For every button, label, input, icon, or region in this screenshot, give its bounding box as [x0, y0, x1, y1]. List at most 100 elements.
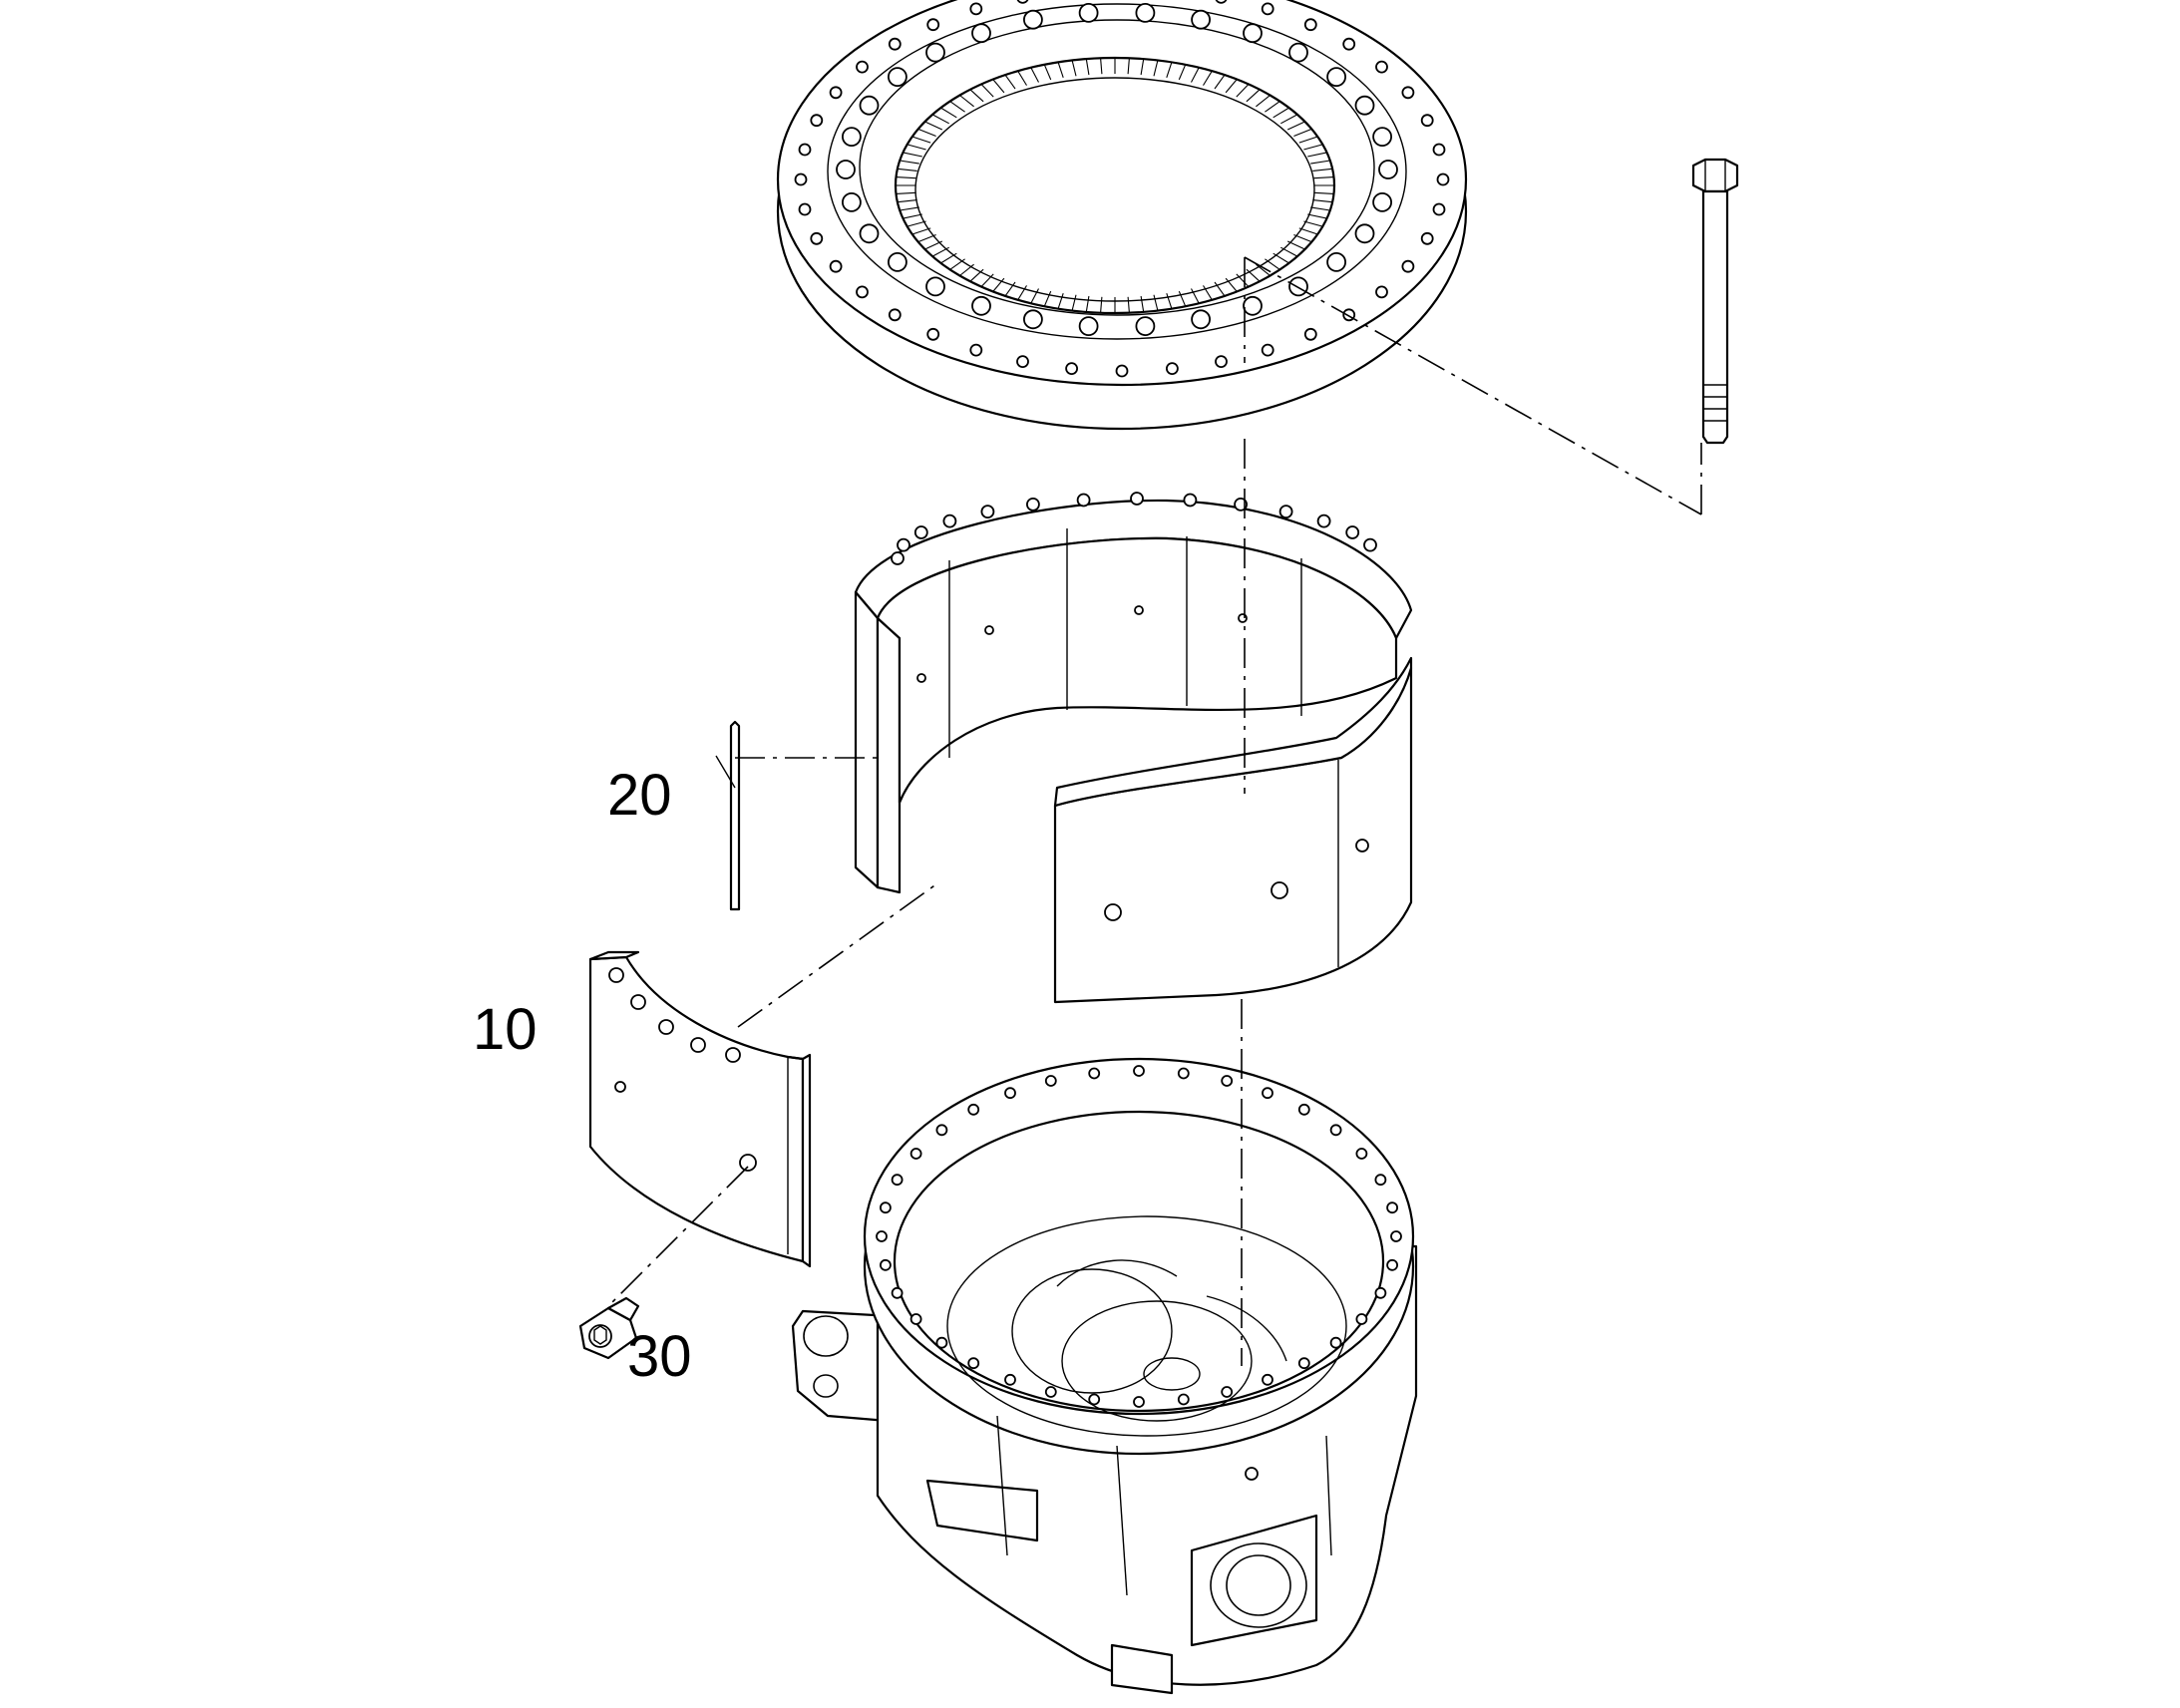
bolt-hole	[1355, 1313, 1368, 1325]
gear-tooth	[1057, 62, 1064, 78]
gear-tooth	[897, 199, 917, 203]
gear-tooth	[917, 128, 936, 138]
bolt-hole	[891, 1174, 904, 1187]
bolt-hole	[1375, 60, 1388, 74]
gear-tooth	[992, 79, 1005, 94]
gear-tooth	[992, 277, 1005, 292]
bolt-hole	[859, 95, 880, 116]
gear-tooth	[1280, 246, 1298, 257]
bolt-hole	[1166, 362, 1179, 376]
bolt-hole	[888, 37, 902, 51]
bolt-hole	[880, 1258, 892, 1271]
gear-tooth	[1236, 273, 1250, 287]
bolt-hole	[926, 18, 940, 32]
bolt-hole	[880, 1201, 892, 1214]
bolt-hole	[1177, 1393, 1190, 1406]
bolt-hole	[1390, 1230, 1402, 1242]
gear-tooth	[1246, 89, 1261, 103]
gear-tooth	[1298, 136, 1318, 144]
gear-tooth	[1004, 281, 1016, 297]
gear-tooth	[940, 252, 957, 264]
gear-tooth	[1272, 252, 1289, 264]
callout-30: 30	[627, 1324, 692, 1389]
gear-tooth	[924, 240, 943, 250]
gear-tooth	[1085, 295, 1090, 312]
bolt-hole	[794, 172, 808, 186]
bolt-hole	[829, 86, 843, 100]
bolt-hole	[1297, 1357, 1310, 1370]
gear-tooth	[1307, 213, 1327, 219]
gear-tooth	[1214, 281, 1226, 297]
ring-gear-inner-holes	[836, 2, 1398, 337]
gear-tooth	[1178, 64, 1187, 81]
bolt-hole	[1243, 23, 1263, 44]
gear-tooth	[903, 213, 922, 219]
gear-tooth	[911, 227, 931, 235]
gear-tooth	[1100, 58, 1103, 75]
gear-tooth	[924, 121, 943, 131]
bolt-hole	[1342, 37, 1356, 51]
bolt-hole	[1297, 1103, 1310, 1116]
bolt-hole	[798, 202, 812, 216]
bolt-hole	[856, 60, 869, 74]
bolt-hole	[969, 2, 983, 16]
bolt-hole	[1016, 0, 1029, 4]
gear-tooth	[1057, 293, 1064, 309]
lining-ring-rim-holes	[891, 492, 1377, 565]
bolt-hole	[1130, 492, 1144, 506]
bolt-hole	[1420, 231, 1434, 245]
gear-tooth	[949, 101, 965, 113]
bolt-hole	[1326, 251, 1346, 272]
gear-tooth	[900, 160, 919, 165]
bolt-hole	[909, 1148, 922, 1160]
bolt-hole	[1278, 505, 1293, 518]
gear-tooth	[1127, 58, 1130, 75]
bolt-hole	[925, 276, 945, 297]
bolt-hole	[1088, 1393, 1101, 1406]
bolt-hole	[935, 1336, 948, 1349]
gear-tooth	[931, 246, 949, 257]
bolt-hole	[1326, 67, 1346, 87]
gear-tooth	[1203, 70, 1213, 86]
bolt-hole	[888, 308, 902, 322]
bolt-hole	[1288, 276, 1308, 297]
bolt-hole	[1262, 1087, 1273, 1100]
bolt-hole	[1354, 223, 1375, 244]
callout-20: 20	[607, 763, 672, 828]
ring-gear-bolt-holes	[794, 0, 1450, 378]
gear-tooth	[1004, 74, 1016, 90]
ring-gear-teeth	[896, 58, 1334, 313]
gear-tooth	[1303, 220, 1323, 227]
bolt-hole	[967, 1103, 980, 1116]
bolt-hole	[909, 1313, 922, 1325]
bolt-hole	[1076, 493, 1091, 508]
bolt-hole	[1262, 1373, 1273, 1386]
bolt-hole	[876, 1230, 888, 1242]
bolt-hole	[1023, 309, 1043, 330]
gear-tooth	[1043, 290, 1052, 307]
gear-tooth	[1166, 293, 1173, 309]
gear-tooth	[896, 191, 916, 194]
assembly-center-lines	[609, 256, 1702, 1366]
bolt-hole	[888, 67, 908, 87]
bolt-hole	[1303, 327, 1317, 341]
gear-tooth	[1166, 62, 1173, 78]
gear-tooth	[1310, 206, 1330, 211]
gear-tooth	[1071, 60, 1077, 77]
bolt-hole	[971, 295, 991, 316]
bolt-hole	[1401, 259, 1415, 273]
bolt-hole	[1133, 1065, 1145, 1077]
gear-tooth	[1265, 258, 1280, 270]
bolt-hole	[1044, 1386, 1057, 1398]
gear-tooth	[980, 273, 994, 287]
gear-tooth	[1256, 95, 1271, 108]
brake-lining-ring	[854, 492, 1413, 1004]
bolt-hole	[1004, 1373, 1016, 1386]
bolt-hole	[1316, 513, 1331, 528]
bolt-hole	[1004, 1087, 1016, 1100]
bolt-hole	[1374, 1286, 1387, 1299]
gear-tooth	[1017, 285, 1027, 301]
gear-tooth	[1203, 285, 1213, 301]
gear-tooth	[1313, 191, 1334, 194]
